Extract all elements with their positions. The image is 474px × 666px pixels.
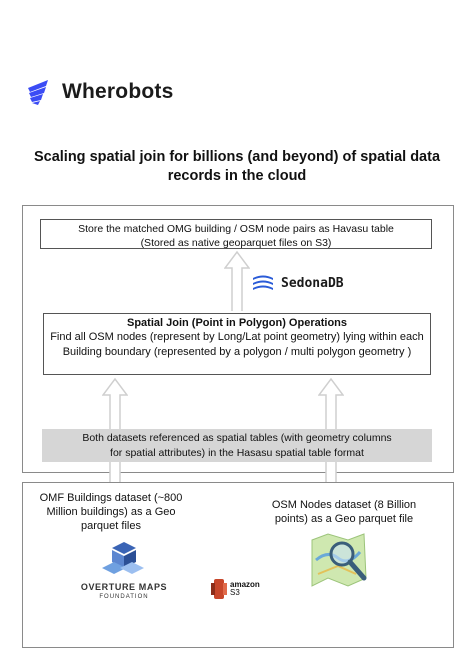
diagram-title: Scaling spatial join for billions (and b… <box>33 149 441 184</box>
band-line-1: Both datasets referenced as spatial tabl… <box>82 432 392 444</box>
spatial-join-box: Spatial Join (Point in Polygon) Operatio… <box>43 313 431 375</box>
omf-buildings-dataset: OMF Buildings dataset (~800 Million buil… <box>39 492 183 532</box>
arrow-join-to-store <box>224 250 250 312</box>
overture-maps-name: OVERTURE MAPS <box>80 582 168 592</box>
overture-maps-subtitle: FOUNDATION <box>99 594 149 600</box>
spatial-join-description: Find all OSM nodes (represent by Long/La… <box>50 331 424 358</box>
amazon-s3-logo: amazon S3 <box>211 578 260 600</box>
store-line-2: (Stored as native geoparquet files on S3… <box>140 237 332 249</box>
amazon-label: amazon <box>230 580 260 589</box>
s3-label: S3 <box>230 588 240 597</box>
osm-nodes-dataset: OSM Nodes dataset (8 Billion points) as … <box>271 499 417 525</box>
sedonadb-label: SedonaDB <box>281 275 344 291</box>
store-line-1: Store the matched OMG building / OSM nod… <box>78 223 394 235</box>
openstreetmap-logo-icon <box>308 530 370 592</box>
datasets-panel <box>22 482 454 648</box>
spatial-tables-band: Both datasets referenced as spatial tabl… <box>42 429 432 462</box>
band-line-2: for spatial attributes) in the Hasasu sp… <box>110 447 364 459</box>
wherobots-logo-text: Wherobots <box>62 80 174 103</box>
amazon-s3-label: amazon S3 <box>230 581 260 597</box>
sedonadb-logo: SedonaDB <box>251 274 344 292</box>
amazon-s3-logo-icon <box>211 578 227 600</box>
sedonadb-logo-icon <box>251 274 275 292</box>
store-results-box: Store the matched OMG building / OSM nod… <box>40 219 432 249</box>
overture-maps-logo-icon <box>96 540 152 580</box>
spatial-join-heading: Spatial Join (Point in Polygon) Operatio… <box>126 317 347 329</box>
wherobots-logo-icon <box>26 78 56 106</box>
wherobots-logo: Wherobots <box>26 78 173 106</box>
